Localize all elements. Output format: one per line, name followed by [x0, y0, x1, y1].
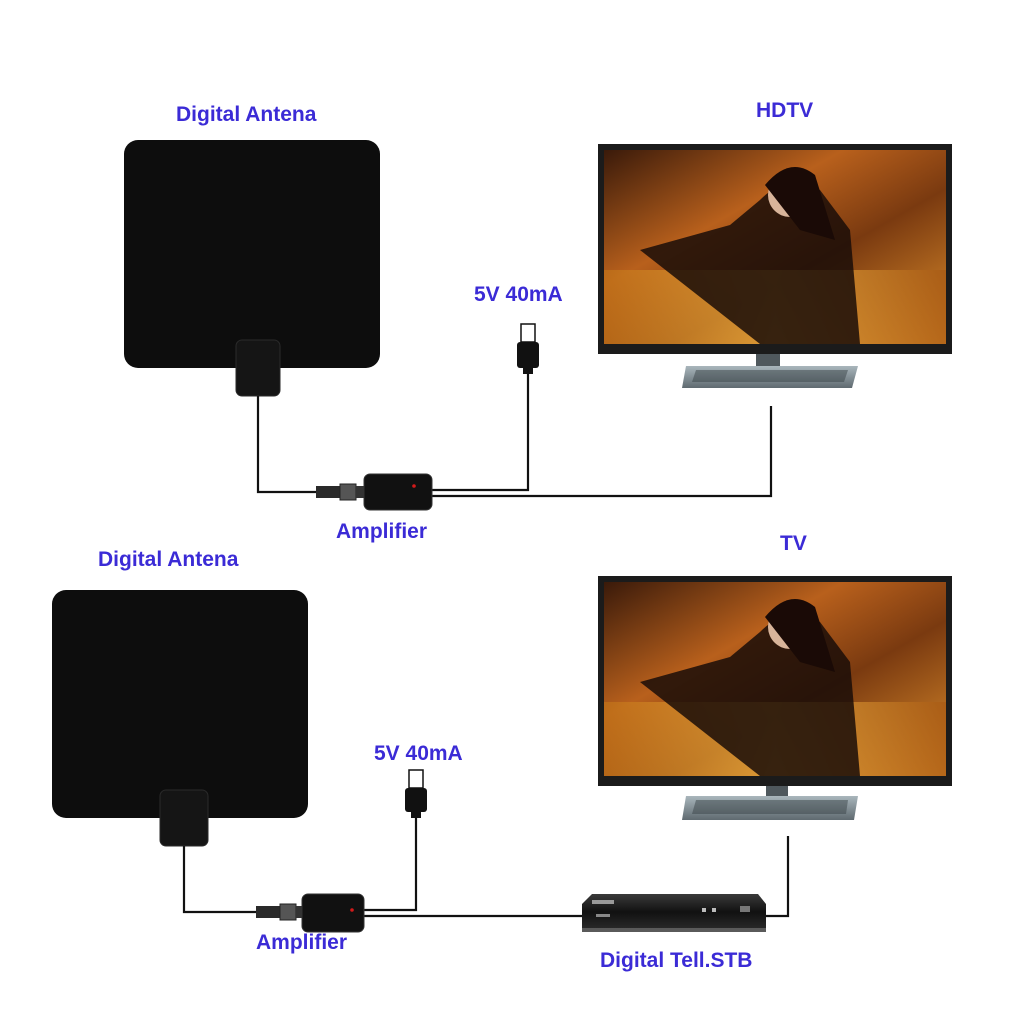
bottom-tv-cable — [766, 836, 790, 918]
top-antenna-panel-icon — [124, 140, 380, 397]
top-antenna-label: Digital Antena — [176, 103, 317, 126]
bottom-amplifier-icon — [301, 893, 365, 933]
top-tv-cable — [432, 406, 773, 498]
top-antenna-cable — [256, 396, 318, 494]
top-display-label: HDTV — [756, 99, 814, 122]
top-usb-plug-icon — [517, 323, 539, 374]
bottom-usb-plug-icon — [405, 769, 427, 818]
top-amplifier-icon — [363, 473, 433, 511]
bottom-television-icon — [598, 576, 952, 820]
top-coax-connector-icon — [316, 483, 366, 501]
bottom-antenna-cable — [182, 846, 258, 914]
bottom-coax-connector-icon — [256, 903, 304, 921]
top-cables — [256, 374, 773, 498]
bottom-antenna-label: Digital Antena — [98, 548, 239, 571]
top-television-icon — [598, 144, 952, 388]
top-power-label: 5V 40mA — [474, 283, 563, 306]
bottom-power-label: 5V 40mA — [374, 742, 463, 765]
bottom-cables — [182, 812, 790, 918]
top-usb-cable — [432, 374, 530, 492]
top-amplifier-label: Amplifier — [336, 520, 428, 543]
bottom-usb-cable — [364, 812, 418, 912]
set-top-box-icon — [582, 894, 766, 932]
bottom-amplifier-label: Amplifier — [256, 931, 348, 954]
bottom-display-label: TV — [780, 532, 807, 555]
set-top-box-label: Digital Tell.STB — [600, 949, 753, 972]
bottom-antenna-panel-icon — [52, 590, 308, 847]
